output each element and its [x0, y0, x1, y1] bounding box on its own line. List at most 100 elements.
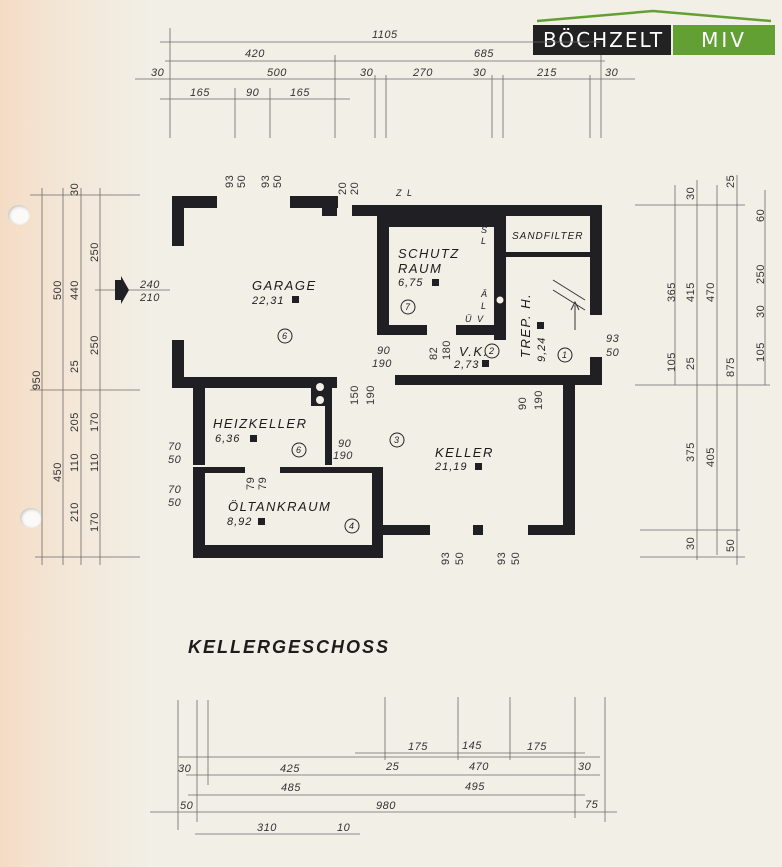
dim-label: 50 [168, 497, 182, 509]
dim-label: 145 [462, 740, 482, 752]
dim-label: 30 [755, 305, 767, 318]
dim-label: 470 [469, 761, 489, 773]
dim-label: 175 [408, 741, 428, 753]
logo-suffix: MIV [673, 25, 775, 55]
dim-label: 250 [89, 335, 101, 355]
room-name: HEIZKELLER [213, 416, 307, 431]
dim-label: 75 [585, 799, 599, 811]
dim-label: 170 [89, 512, 101, 532]
room-number: 7 [405, 302, 411, 312]
dim-label: 79 [257, 477, 269, 490]
dim-label: 180 [441, 340, 453, 360]
room-oeltankraum: ÖLTANKRAUM 8,92 4 [227, 499, 360, 534]
dim-label: 30 [360, 67, 374, 79]
dim-label: 30 [605, 67, 619, 79]
dim-label: Ä [480, 289, 487, 299]
dim-label: 485 [281, 782, 301, 794]
dim-label: 50 [168, 454, 182, 466]
room-area: 22,31 [251, 295, 285, 307]
dim-label: 10 [337, 822, 351, 834]
dim-label: 685 [474, 48, 494, 60]
room-treppenhaus: TREP. H. 9,24 1 [518, 293, 573, 363]
dim-label: 150 [349, 385, 361, 405]
dim-label: 980 [376, 800, 396, 812]
dim-label: Z [395, 188, 402, 198]
dim-label: 93 [440, 552, 452, 565]
room-number: 4 [349, 521, 354, 531]
dim-label: 90 [246, 87, 260, 99]
room-area: 9,24 [536, 337, 548, 362]
dim-label: 495 [465, 781, 485, 793]
dim-label: 190 [333, 450, 353, 462]
dim-label: L [481, 236, 486, 246]
dim-label: 175 [527, 741, 547, 753]
dim-label: 93 [260, 175, 272, 188]
plan-title: KELLERGESCHOSS [188, 637, 390, 657]
dim-label: 210 [69, 502, 81, 522]
logo: BÖCHZELT MIV [533, 9, 775, 55]
dim-label: 30 [685, 537, 697, 550]
dim-label: 105 [755, 342, 767, 362]
room-area: 21,19 [434, 461, 468, 473]
dim-label: 90 [517, 397, 529, 410]
dim-label: 250 [755, 264, 767, 284]
dim-label: 500 [267, 67, 287, 79]
room-schutzraum: SCHUTZ RAUM 6,75 7 [398, 246, 458, 315]
room-keller: KELLER 21,19 3 [389, 432, 494, 473]
dim-label: 50 [510, 552, 522, 565]
walls [172, 196, 602, 558]
dim-label: 950 [31, 370, 43, 390]
room-area: 8,92 [227, 516, 252, 528]
dim-label: 110 [69, 453, 81, 472]
room-garage: GARAGE 22,31 6 [251, 278, 317, 344]
dim-label: 190 [365, 385, 377, 405]
dim-label: 450 [52, 462, 64, 482]
room-number: 6 [282, 331, 287, 341]
dim-label: 270 [412, 67, 433, 79]
dim-label: 25 [385, 761, 400, 773]
dim-label: 250 [89, 242, 101, 262]
dim-label: 405 [705, 447, 717, 467]
dim-label: 25 [69, 360, 81, 373]
dim-label: 415 [685, 282, 697, 302]
dim-label: 30 [473, 67, 487, 79]
dim-label: 90 [338, 438, 352, 450]
dim-label: 50 [606, 347, 620, 359]
dimension-lines [30, 28, 770, 835]
dim-label: L [407, 188, 412, 198]
dim-label: 215 [536, 67, 557, 79]
dim-label: 50 [236, 175, 248, 188]
dim-label: 79 [245, 477, 257, 490]
room-sandfilter: SANDFILTER [512, 231, 584, 242]
dim-label: 500 [52, 280, 64, 300]
roof-icon [536, 9, 772, 23]
entrance-arrow-icon [115, 276, 129, 304]
punch-hole [20, 508, 42, 528]
room-name: TREP. H. [518, 293, 533, 358]
room-area: 6,75 [398, 277, 423, 289]
dim-label: 30 [578, 761, 592, 773]
dim-label: 105 [666, 352, 678, 372]
dim-label: 90 [377, 345, 391, 357]
dim-label: 25 [685, 357, 697, 370]
dim-label: 165 [290, 87, 310, 99]
dim-label: 70 [168, 441, 182, 453]
dim-label: 375 [685, 442, 697, 462]
room-area: 6,36 [215, 433, 240, 445]
dim-label: S [481, 225, 487, 235]
dim-label: 50 [272, 175, 284, 188]
dim-label: 70 [168, 484, 182, 496]
punch-hole [8, 205, 30, 225]
dim-label: 82 [428, 347, 440, 360]
dim-label: L [481, 301, 486, 311]
room-name: V.K. [459, 344, 489, 359]
dim-label: 165 [190, 87, 210, 99]
dim-label: 30 [178, 763, 192, 775]
dim-label: 365 [666, 282, 678, 302]
room-name: GARAGE [252, 278, 317, 293]
room-heizkeller: HEIZKELLER 6,36 6 [213, 416, 307, 458]
dim-label: 30 [69, 183, 81, 196]
room-name: KELLER [435, 445, 494, 460]
dim-label: 25 [725, 175, 737, 188]
